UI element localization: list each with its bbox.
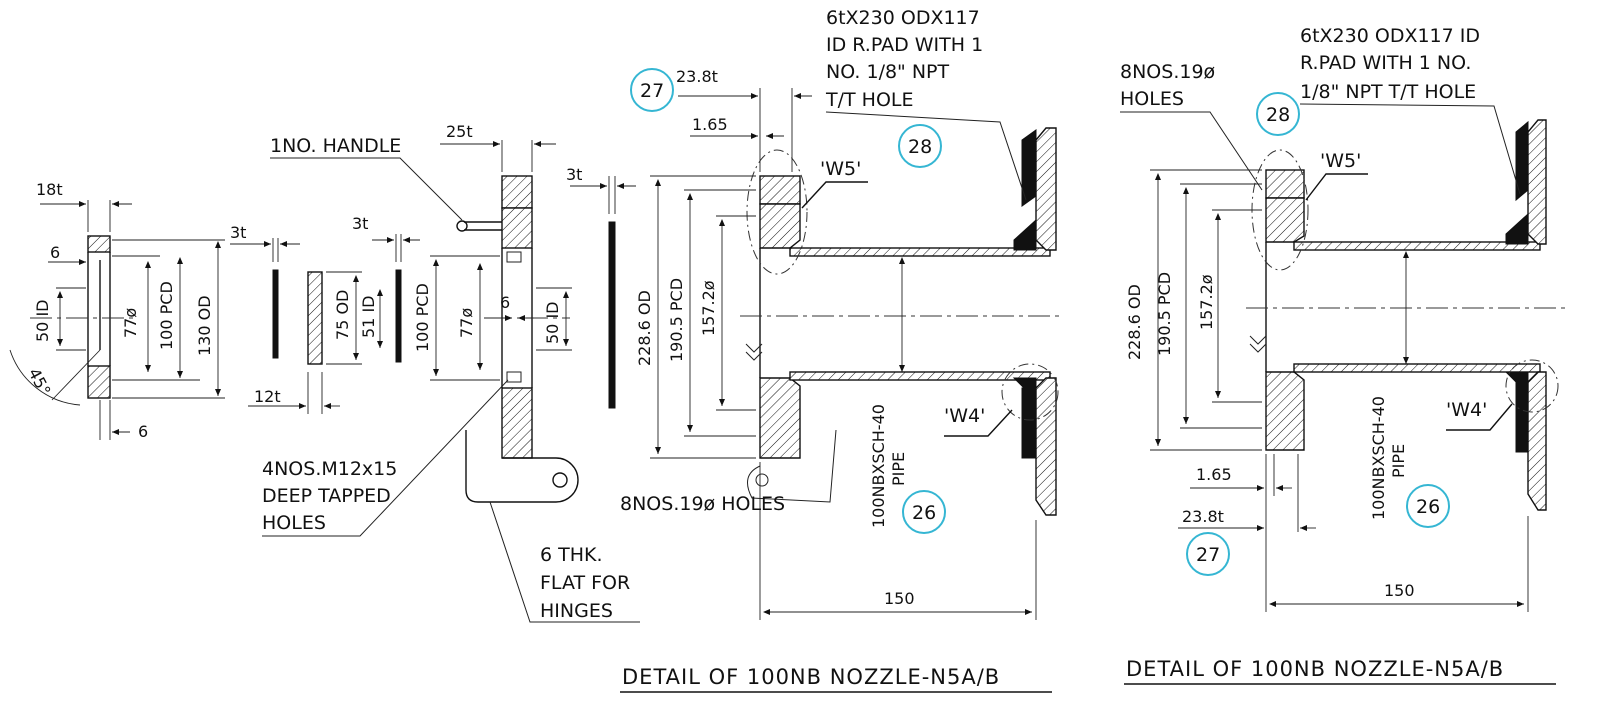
dim-25t: 25t <box>446 122 473 141</box>
bubble-28 <box>898 124 942 168</box>
note-tapped-1: 4NOS.M12x15 <box>262 458 397 480</box>
dim-1-65: 1.65 <box>692 115 728 134</box>
note-pad-3: NO. 1/8" NPT <box>826 61 950 83</box>
r-flange-top <box>1265 169 1305 199</box>
r-dim-190-5-pcd: 190.5 PCD <box>1155 272 1174 356</box>
title-right: DETAIL OF 100NB NOZZLE-N5A/B <box>1126 657 1504 681</box>
dim-50-id-b: 50 ID <box>543 302 562 344</box>
nozzle-view-right: 228.6 OD 190.5 PCD 157.2ø 1.65 23.8t 150… <box>1120 25 1566 685</box>
r-note-holes-1: 8NOS.19ø <box>1120 61 1215 83</box>
gasket-1 <box>272 269 279 359</box>
r-weld-w5: 'W5' <box>1320 150 1361 172</box>
r-note-pad-1: 6tX230 ODX117 ID <box>1300 25 1480 47</box>
r-dim-157-2-dia: 157.2ø <box>1197 274 1216 330</box>
bubble-28-label: 28 <box>908 136 932 158</box>
r-note-pad-2: R.PAD WITH 1 NO. <box>1300 52 1471 74</box>
bubble-26-label: 26 <box>912 502 936 524</box>
note-holes: 8NOS.19ø HOLES <box>620 493 785 515</box>
gasket-2 <box>395 269 402 363</box>
r-dim-1-65: 1.65 <box>1196 465 1232 484</box>
note-tapped-3: HOLES <box>262 512 326 534</box>
r-bubble-27-label: 27 <box>1196 544 1220 566</box>
dim-228-6-od: 228.6 OD <box>635 290 654 366</box>
pipe-label: PIPE <box>889 452 908 486</box>
shell-top <box>1035 127 1057 251</box>
bubble-26 <box>902 490 946 534</box>
dim-157-2-dia: 157.2ø <box>699 280 718 336</box>
note-pad-1: 6tX230 ODX117 <box>826 7 980 29</box>
blind-flange-view: 18t 6 50 ID 45° 6 77ø 100 PCD 130 OD <box>9 122 640 623</box>
blind-flange-top <box>501 175 533 209</box>
dim-130-od: 130 OD <box>195 295 214 356</box>
gasket-3 <box>608 221 616 409</box>
note-hinges-2: FLAT FOR <box>540 572 630 594</box>
r-pipe-wall-bottom <box>1293 363 1541 373</box>
dim-3t-b: 3t <box>352 214 368 233</box>
dim-18t: 18t <box>36 180 63 199</box>
r-dim-228-6-od: 228.6 OD <box>1125 284 1144 360</box>
pipe-wall-bottom <box>789 371 1051 381</box>
blind-flange-upper <box>501 207 533 249</box>
r-bubble-28-label: 28 <box>1266 104 1290 126</box>
dim-75-od: 75 OD <box>333 290 352 340</box>
blind-flange-lower <box>501 387 533 459</box>
shell-bottom <box>1035 377 1057 516</box>
r-bubble-26 <box>1406 484 1450 528</box>
dim-77-dia: 77ø <box>121 308 140 338</box>
r-pipe-wall-top <box>1293 241 1541 251</box>
r-weld-w4: 'W4' <box>1446 399 1487 421</box>
weld-w5: 'W5' <box>820 158 861 180</box>
dim-100-pcd: 100 PCD <box>157 281 176 350</box>
dim-150: 150 <box>884 589 915 608</box>
r-bubble-28 <box>1256 92 1300 136</box>
note-hinges-3: HINGES <box>540 600 613 622</box>
note-pad-2: ID R.PAD WITH 1 <box>826 34 983 56</box>
dim-51-id: 51 ID <box>359 296 378 338</box>
r-dim-23-8t: 23.8t <box>1182 507 1224 526</box>
r-pipe-spec: 100NBXSCH-40 <box>1369 396 1388 520</box>
r-bubble-27 <box>1186 532 1230 576</box>
flange-section-top <box>87 235 111 253</box>
dim-190-5-pcd: 190.5 PCD <box>667 278 686 362</box>
weld-w4: 'W4' <box>944 405 985 427</box>
bubble-27 <box>630 68 674 112</box>
pipe-wall-top <box>789 247 1051 257</box>
note-pad-4: T/T HOLE <box>825 89 914 111</box>
dim-100-pcd-b: 100 PCD <box>413 283 432 352</box>
r-pipe-label: PIPE <box>1389 444 1408 478</box>
flange-section-bottom <box>87 365 111 399</box>
dim-45-angle: 45° <box>24 365 54 399</box>
note-handle: 1NO. HANDLE <box>270 135 401 157</box>
dim-3t-c: 3t <box>566 165 582 184</box>
dim-6-mid: 6 <box>500 293 510 312</box>
plate-12t <box>307 271 323 365</box>
note-tapped-2: DEEP TAPPED <box>262 485 391 507</box>
dim-77-dia-b: 77ø <box>457 308 476 338</box>
pipe-spec: 100NBXSCH-40 <box>869 404 888 528</box>
note-hinges-1: 6 THK. <box>540 544 603 566</box>
dim-12t: 12t <box>254 387 281 406</box>
r-dim-150: 150 <box>1384 581 1415 600</box>
dim-23-8t: 23.8t <box>676 67 718 86</box>
r-bubble-26-label: 26 <box>1416 496 1440 518</box>
r-note-holes-2: HOLES <box>1120 88 1184 110</box>
bubble-27-label: 27 <box>640 80 664 102</box>
dim-6-top: 6 <box>50 243 60 262</box>
r-note-pad-3: 1/8" NPT T/T HOLE <box>1300 81 1476 103</box>
dim-6-bottom: 6 <box>138 422 148 441</box>
flange-top <box>759 175 801 205</box>
nozzle-view-middle: 23.8t 1.65 228.6 OD 190.5 PCD 157.2ø 150… <box>620 7 1060 693</box>
dim-3t-a: 3t <box>230 223 246 242</box>
dim-50-id: 50 ID <box>33 300 52 342</box>
title-middle: DETAIL OF 100NB NOZZLE-N5A/B <box>622 665 1000 689</box>
